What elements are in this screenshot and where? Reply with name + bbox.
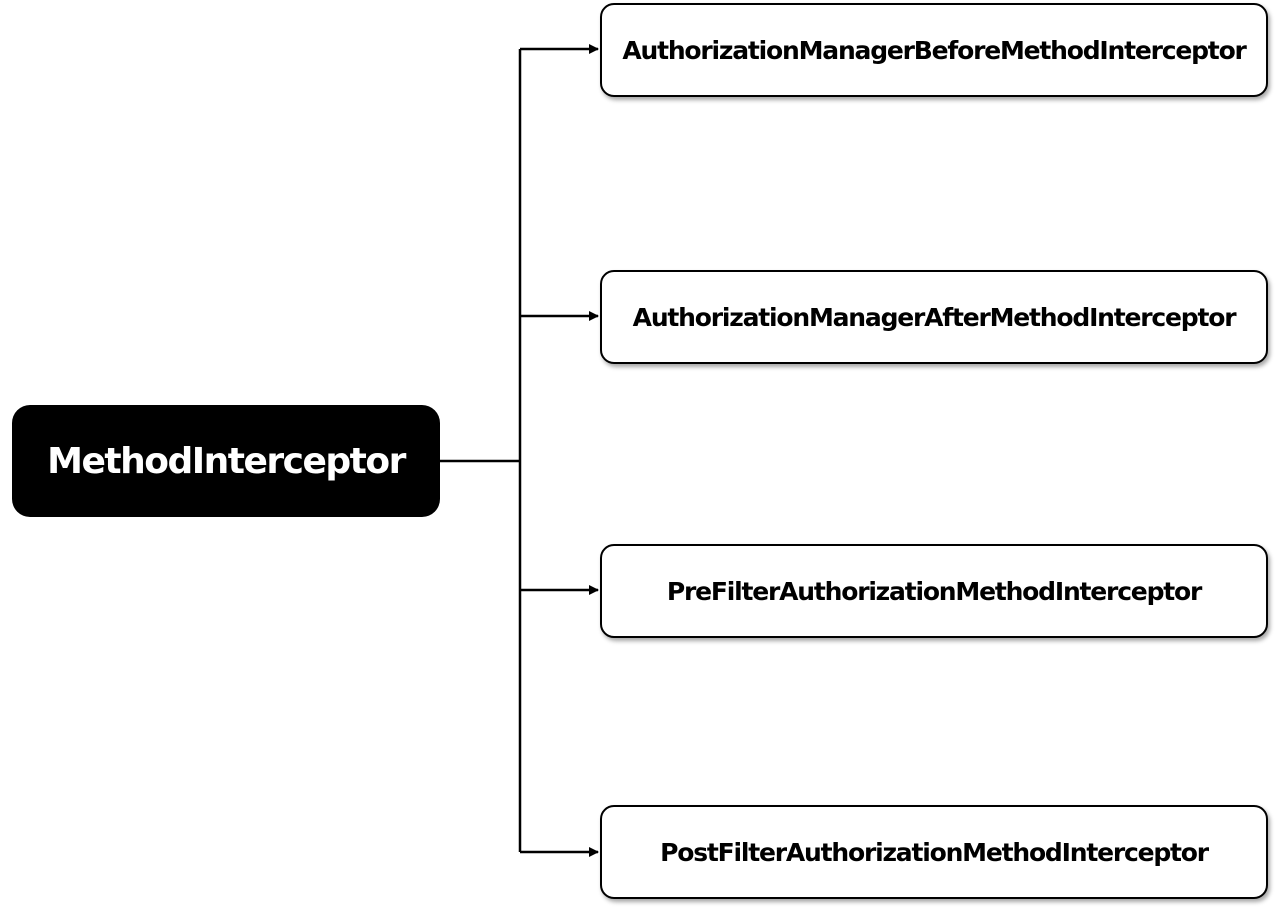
child-node-label: PreFilterAuthorizationMethodInterceptor xyxy=(666,576,1202,606)
child-node-before-method-interceptor: AuthorizationManagerBeforeMethodIntercep… xyxy=(600,3,1268,97)
child-node-postfilter-interceptor: PostFilterAuthorizationMethodInterceptor xyxy=(600,805,1268,899)
root-node-label: MethodInterceptor xyxy=(47,440,406,482)
child-node-label: AuthorizationManagerBeforeMethodIntercep… xyxy=(622,35,1247,65)
child-node-label: PostFilterAuthorizationMethodInterceptor xyxy=(660,837,1209,867)
child-node-after-method-interceptor: AuthorizationManagerAfterMethodIntercept… xyxy=(600,270,1268,364)
child-node-prefilter-interceptor: PreFilterAuthorizationMethodInterceptor xyxy=(600,544,1268,638)
root-node-method-interceptor: MethodInterceptor xyxy=(12,405,440,517)
child-node-label: AuthorizationManagerAfterMethodIntercept… xyxy=(632,302,1237,332)
